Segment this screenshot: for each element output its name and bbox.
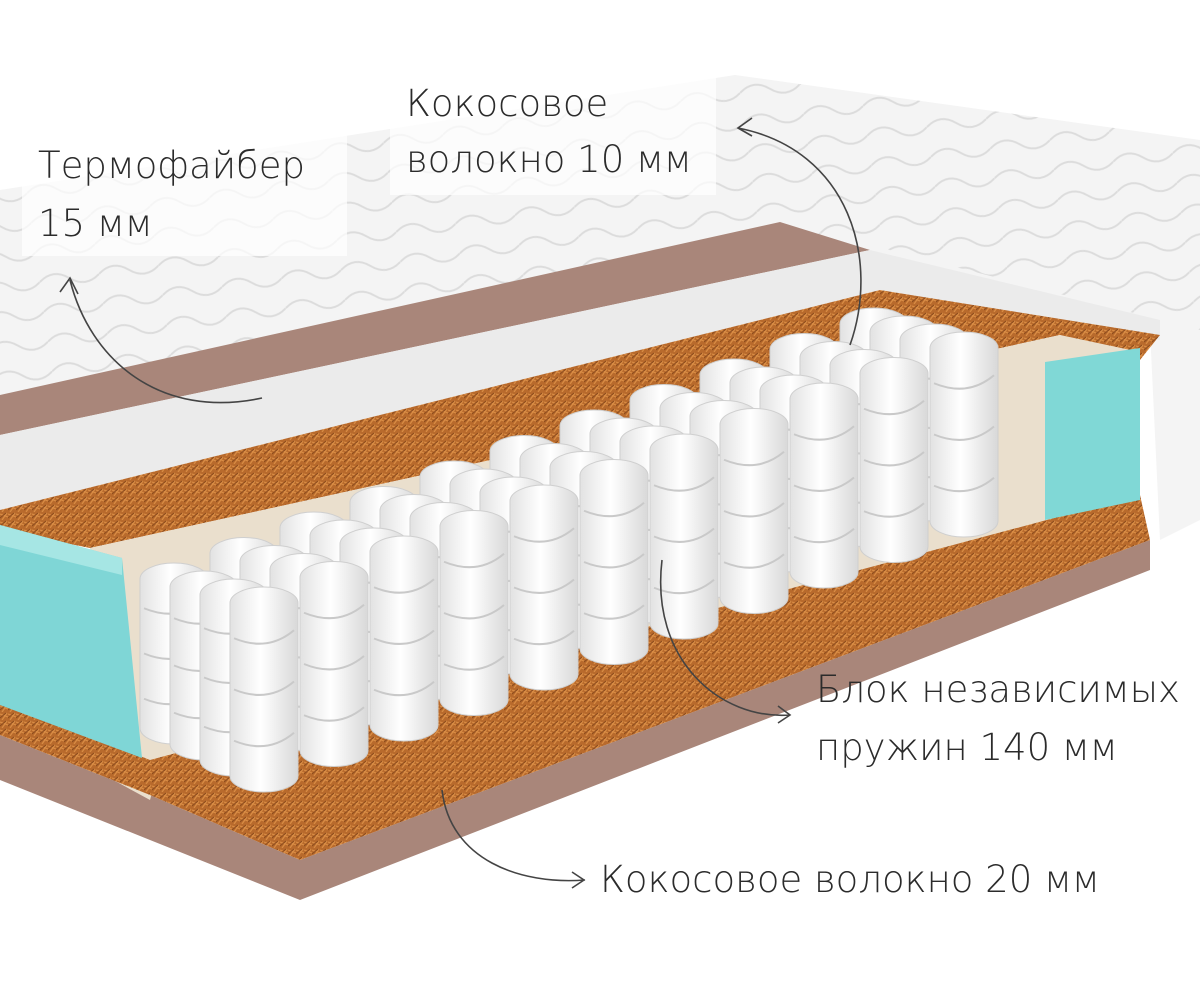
spring-seam	[793, 476, 855, 492]
spring-seam	[303, 603, 365, 620]
spring-seam	[863, 399, 925, 416]
spring-seam	[303, 655, 365, 671]
pocket-spring	[369, 535, 439, 742]
arrow-coconut-bottom	[441, 789, 586, 889]
spring-seam	[513, 578, 575, 594]
spring-seam	[303, 706, 365, 722]
label-coconut-top-line2: волокно 10 мм	[406, 138, 692, 181]
side-foam-right	[1045, 348, 1140, 520]
arrow-thermofiber	[59, 276, 263, 404]
arrow-coconut-top	[736, 117, 862, 346]
label-thermofiber-line2: 15 мм	[38, 202, 153, 245]
label-thermofiber-line1: Термофайбер	[38, 144, 305, 187]
spring-seam	[793, 527, 855, 544]
spring-seam	[723, 450, 785, 467]
spring-block	[139, 307, 999, 793]
spring-seam	[933, 425, 995, 441]
spring-seam	[373, 578, 435, 594]
label-box-coconut-top	[390, 75, 716, 195]
spring-seam	[513, 527, 575, 543]
felt-layer	[0, 222, 870, 435]
label-box-thermofiber	[22, 130, 347, 256]
side-foam-left	[0, 525, 142, 758]
label-coconut-bottom: Кокосовое волокно 20 мм	[600, 858, 1100, 901]
spring-seam	[443, 604, 505, 620]
label-spring-block-line1: Блок независимых	[816, 668, 1180, 711]
spring-seam	[373, 680, 435, 697]
label-spring-block-line2: пружин 140 мм	[816, 726, 1118, 769]
spring-seam	[233, 680, 295, 696]
pocket-spring	[929, 331, 999, 538]
pocket-spring	[719, 408, 789, 614]
spring-seam	[583, 604, 645, 620]
arrow-spring-block	[659, 559, 792, 724]
pocket-spring	[229, 586, 299, 793]
callout-arrows	[59, 117, 862, 889]
spring-seam	[793, 425, 855, 441]
spring-seam	[233, 731, 295, 748]
spring-seam	[443, 655, 505, 671]
spring-seam	[443, 552, 505, 569]
pocket-spring	[509, 484, 579, 691]
pocket-spring	[579, 459, 649, 665]
spring-seam	[933, 476, 995, 493]
pocket-spring	[789, 382, 859, 589]
label-coconut-top-line1: Кокосовое	[406, 82, 609, 125]
pocket-spring	[859, 357, 929, 563]
pocket-spring	[439, 510, 509, 716]
spring-seam	[723, 502, 785, 518]
spring-seam	[233, 629, 295, 645]
spring-seam	[583, 553, 645, 569]
spring-seam	[723, 553, 785, 569]
spring-seam	[863, 451, 925, 467]
pocket-spring	[299, 561, 369, 767]
spring-seam	[373, 629, 435, 645]
pocket-spring	[649, 433, 719, 640]
side-foam-left-face	[0, 525, 122, 575]
spring-seam	[513, 629, 575, 646]
spring-seam	[653, 527, 715, 543]
spring-seam	[933, 374, 995, 390]
spring-seam	[653, 476, 715, 492]
spring-seam	[863, 502, 925, 518]
spring-seam	[583, 501, 645, 518]
